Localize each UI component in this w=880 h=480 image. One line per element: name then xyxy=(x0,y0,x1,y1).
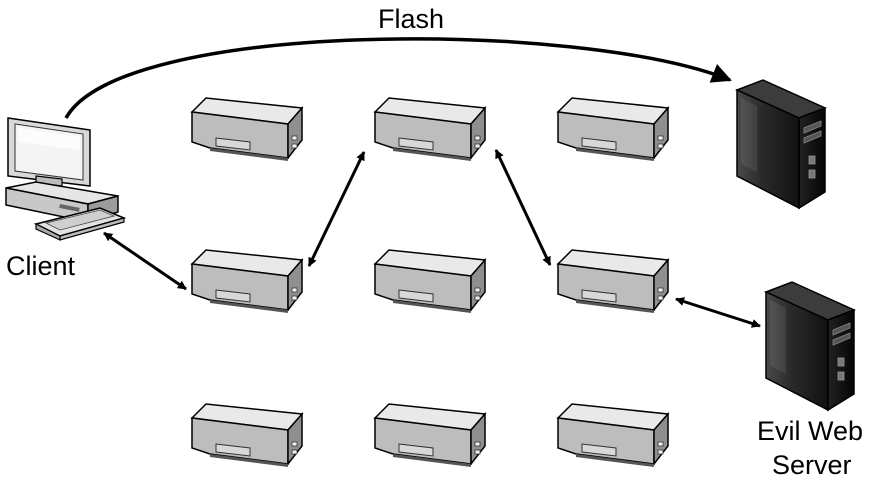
desktop-computer-icon xyxy=(5,117,127,241)
relay-node-icon xyxy=(190,403,304,467)
relay-node-icon xyxy=(373,403,487,467)
flash-label: Flash xyxy=(378,4,444,34)
connections xyxy=(64,37,761,328)
tower-server-icon xyxy=(735,79,827,210)
relay-node-icon xyxy=(556,403,670,467)
server-label-line2: Server xyxy=(772,450,852,480)
client-label: Client xyxy=(6,251,76,281)
relay-grid xyxy=(190,97,670,467)
relay-node-icon xyxy=(190,249,304,313)
relay-relay-arrow-right xyxy=(494,149,552,266)
relay-node-icon xyxy=(373,97,487,161)
flash-curve-arrow xyxy=(64,37,732,119)
server-label-line1: Evil Web xyxy=(757,416,863,446)
relay-node-icon xyxy=(556,249,670,313)
relay-node-icon xyxy=(373,249,487,313)
relay-server-arrow xyxy=(675,297,761,328)
relay-relay-arrow-left xyxy=(307,151,366,267)
client-relay-arrow xyxy=(103,231,187,291)
relay-node-icon xyxy=(190,97,304,161)
relay-node-icon xyxy=(556,97,670,161)
tower-server-icon xyxy=(764,281,856,412)
server-group xyxy=(735,79,856,412)
